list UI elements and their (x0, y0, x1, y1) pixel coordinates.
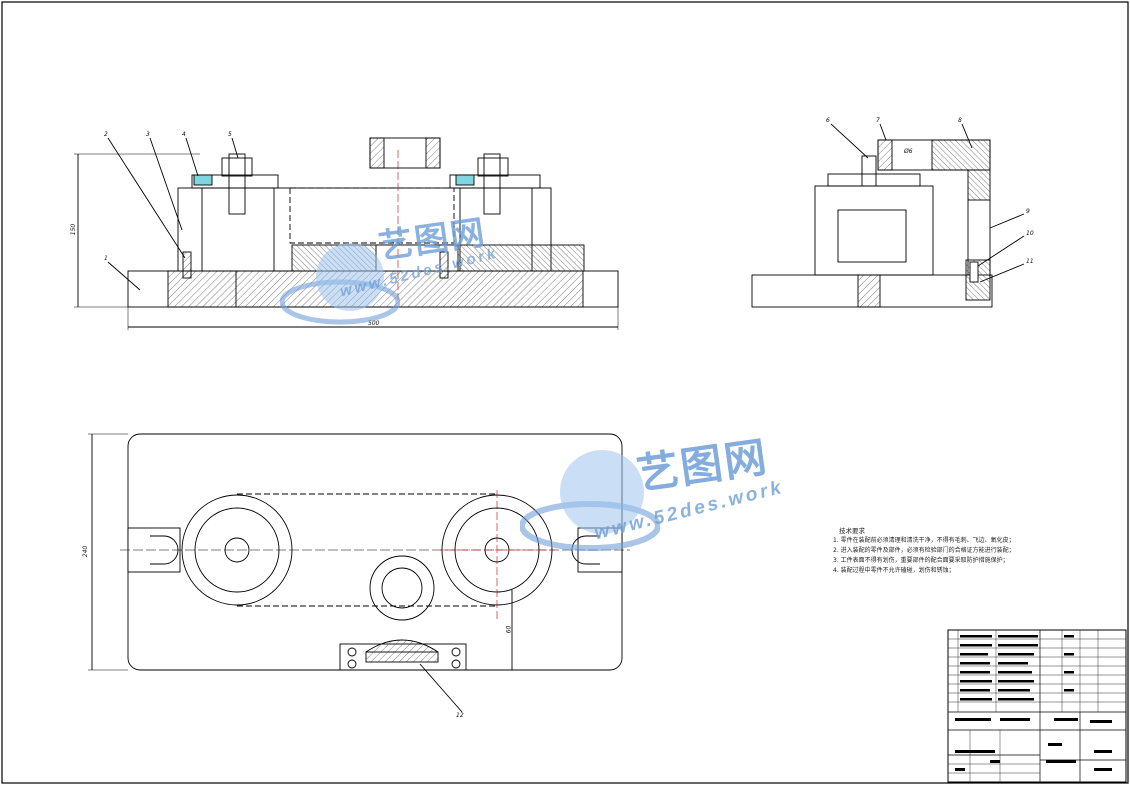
watermark-globe-icon (520, 450, 660, 551)
part-label-12: 12 (456, 712, 464, 719)
top-view (88, 433, 630, 713)
requirement-item: 4. 装配过程中零件不允许磕碰，划伤和锈蚀； (833, 567, 955, 574)
watermark-globe-icon (280, 243, 400, 325)
requirement-item: 1. 零件在装配前必须清理和清洗干净，不得有毛刺、飞边、氧化皮； (833, 537, 1015, 544)
requirement-item: 3. 工件表面不得有划伤，重要部件的配合面要采取防护措施保护； (833, 557, 1009, 564)
dim-top-offset: 60 (505, 625, 513, 634)
dim-front-width: 500 (368, 320, 380, 327)
part-label-8: 8 (958, 117, 962, 124)
part-label-9: 9 (1026, 208, 1030, 215)
technical-requirements: 技术要求 1. 零件在装配前必须清理和清洗干净，不得有毛刺、飞边、氧化皮； 2.… (833, 526, 1063, 576)
title-block (947, 629, 1127, 783)
part-label-5: 5 (228, 131, 232, 138)
part-label-4: 4 (182, 131, 186, 138)
part-label-11: 11 (1026, 258, 1034, 265)
part-label-3: 3 (146, 131, 150, 138)
part-label-10: 10 (1026, 230, 1034, 237)
requirement-item: 2. 进入装配的零件及部件，必须有检验部门的合格证方能进行装配； (833, 547, 1015, 554)
dim-side-bore: Ø6 (904, 148, 913, 155)
dim-top-height: 240 (82, 545, 90, 558)
part-label-7: 7 (876, 117, 880, 124)
side-view (751, 123, 1025, 308)
part-label-6: 6 (826, 117, 830, 124)
part-label-2: 2 (104, 131, 108, 138)
dim-front-height: 150 (70, 223, 78, 236)
technical-requirements-title: 技术要求 (839, 527, 865, 535)
part-label-1: 1 (104, 255, 108, 262)
